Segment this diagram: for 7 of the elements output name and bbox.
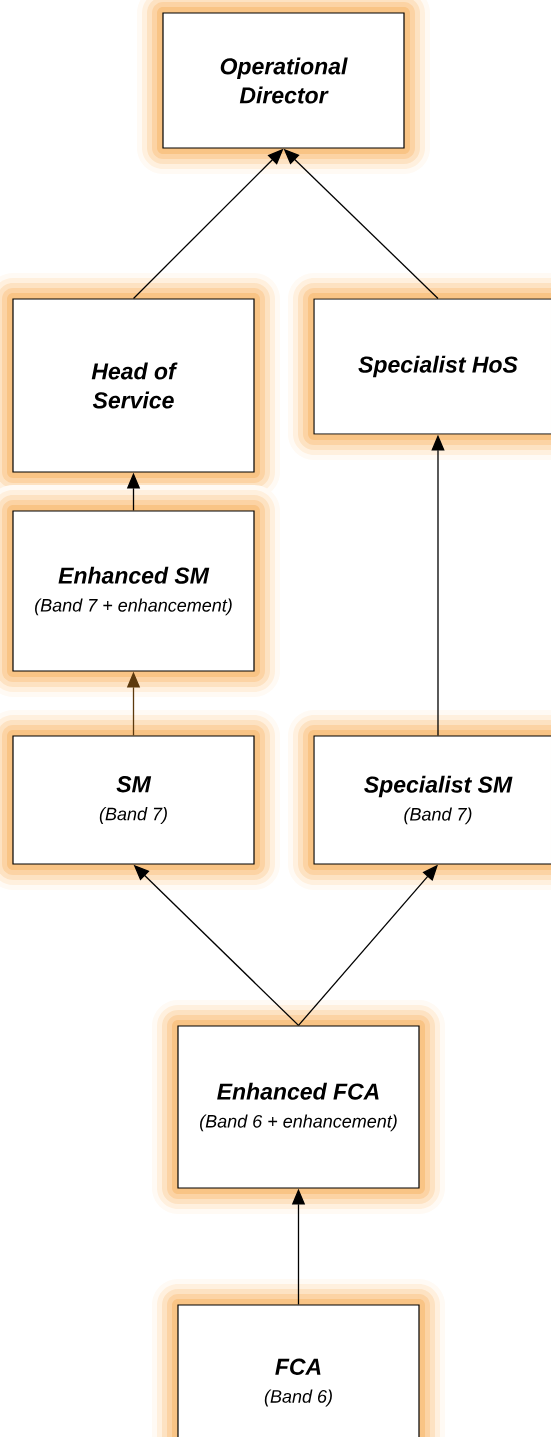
- process-box: Specialist HoS: [288, 273, 551, 460]
- process-box: Enhanced FCA (Band 6 + enhancement): [152, 1000, 445, 1214]
- process-box: FCA (Band 6): [152, 1279, 445, 1437]
- process-box: Operational Director: [137, 0, 430, 174]
- process-box: Specialist SM (Band 7): [288, 710, 551, 890]
- process-box: SM (Band 7): [0, 710, 280, 890]
- process-box: Enhanced SM (Band 7 + enhancement): [0, 485, 280, 697]
